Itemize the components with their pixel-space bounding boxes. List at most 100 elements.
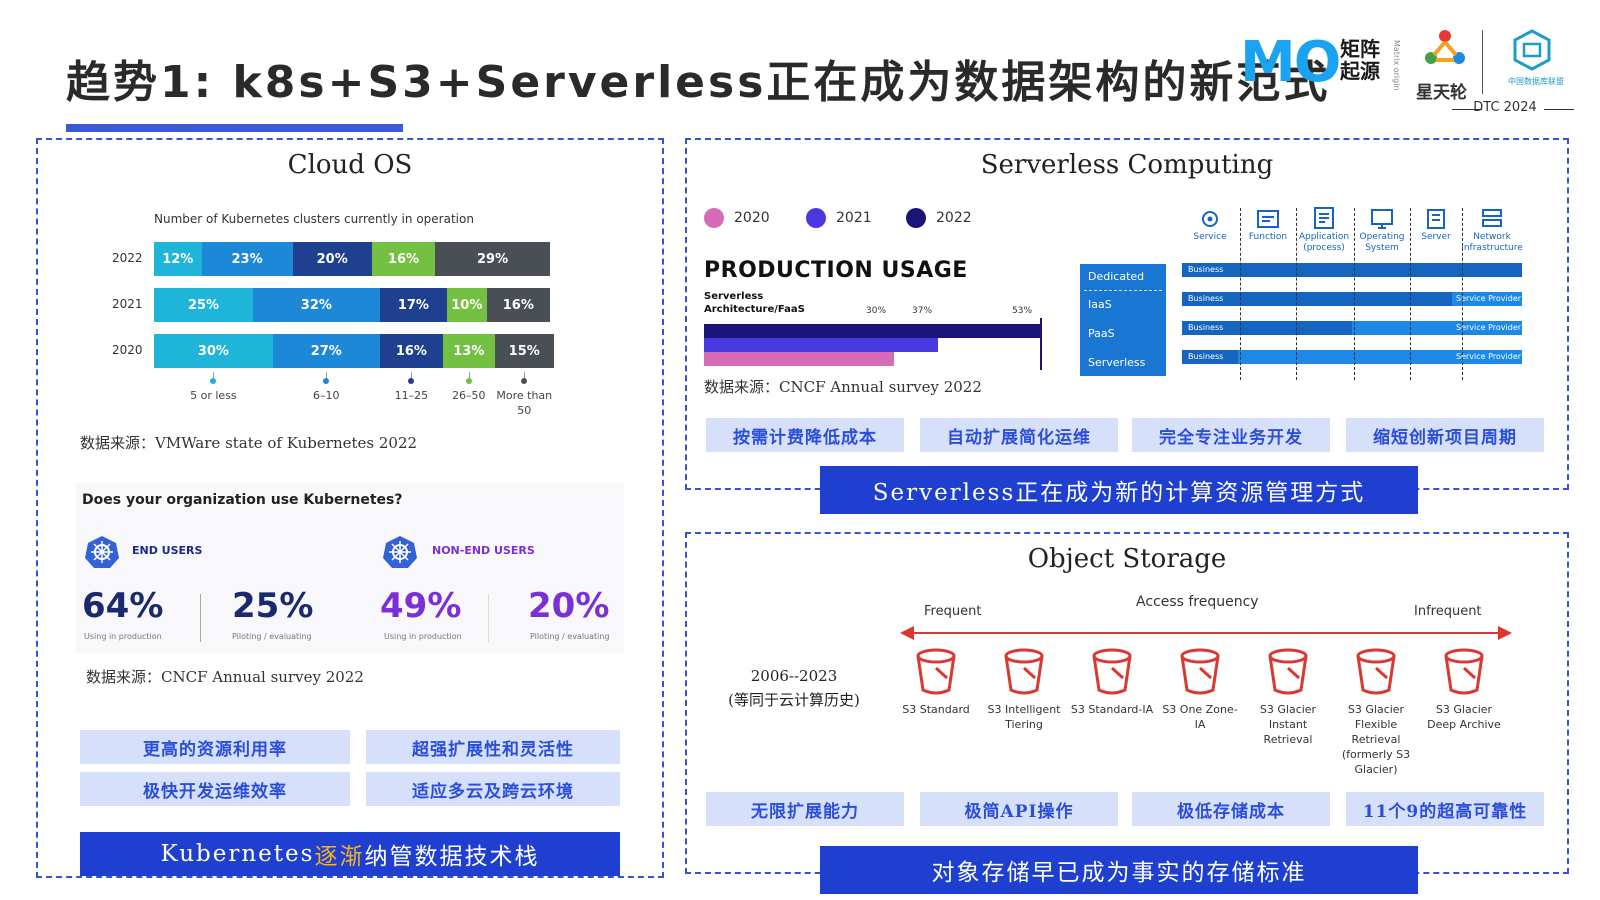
serverless-source: 数据来源：CNCF Annual survey 2022	[704, 378, 982, 396]
stack-item-iaas: IaaS	[1088, 298, 1112, 311]
kubernetes-icon	[383, 536, 417, 568]
operating-system-icon	[1371, 209, 1393, 229]
bar-segment: 23%	[201, 242, 293, 276]
arrow-head-left-icon	[900, 626, 914, 640]
legend-label-2022: 2022	[936, 210, 972, 226]
legend-dot-2022	[906, 208, 926, 228]
pct-tick-37: 37%	[912, 306, 933, 316]
layer-bar-paas-business	[1182, 321, 1352, 335]
layer-bar-iaas-business	[1182, 292, 1452, 306]
s3-tier-label: S3 Glacier Deep Archive	[1427, 703, 1501, 731]
layer-bar-business-label: Business	[1188, 265, 1224, 274]
title-underline	[66, 124, 403, 132]
pct-tick-30: 30%	[866, 306, 887, 316]
s3-bucket-icon	[1268, 648, 1308, 695]
bar-segment: 16%	[379, 334, 444, 368]
logo-divider	[1482, 30, 1483, 94]
storage-benefit-chip: 极低存储成本	[1132, 792, 1330, 826]
legend-dot-2020	[704, 208, 724, 228]
production-bar-cap	[1040, 318, 1042, 370]
layer-label-server: Server	[1421, 232, 1451, 242]
serverless-benefit-chip: 自动扩展简化运维	[920, 418, 1118, 452]
bar-segment: 27%	[272, 334, 380, 368]
end-users-piloting-note: Piloting / evaluating	[232, 632, 312, 641]
production-bar-2021	[704, 338, 938, 352]
s3-tier-label: S3 Glacier Instant Retrieval	[1259, 703, 1317, 746]
storage-benefit-chip: 无限扩展能力	[706, 792, 904, 826]
tick-line	[326, 372, 328, 380]
storage-years: 2006--2023 (等同于云计算历史)	[704, 664, 884, 712]
access-frequency-arrow	[910, 632, 1502, 634]
dtc-year: DTC 2024	[1473, 100, 1537, 115]
function-icon	[1257, 210, 1279, 228]
k8s-benefit-chip: 极快开发运维效率	[80, 772, 350, 806]
cloud-os-source: 数据来源：VMWare state of Kubernetes 2022	[80, 434, 418, 452]
k8s-banner-prefix: Kubernetes	[160, 841, 315, 867]
s3-tier-label: S3 Standard	[902, 703, 970, 716]
bar-segment: 25%	[154, 288, 253, 322]
tick-line	[468, 372, 470, 380]
tick-label: 5 or less	[190, 389, 237, 402]
matrixorigin-logo-text: 矩阵起源	[1340, 37, 1380, 83]
service-icon	[1202, 211, 1218, 227]
bar-row-label: 2022	[112, 251, 143, 265]
storage-years-note: (等同于云计算历史)	[728, 691, 860, 709]
serverless-benefit-chip: 按需计费降低成本	[706, 418, 904, 452]
layer-label-service: Service	[1193, 232, 1227, 242]
s3-tier-label: S3 Intelligent Tiering	[987, 703, 1061, 731]
layer-bar-provider-label: Service Provider	[1456, 323, 1522, 332]
end-users-using-pct: 64%	[82, 586, 164, 626]
production-series-label: Serverless Architecture/FaaS	[704, 291, 805, 315]
non-end-users-piloting-note: Piloting / evaluating	[530, 632, 610, 641]
tick-line	[411, 372, 413, 380]
tick-label: 26–50	[452, 389, 486, 402]
tick-label: More than 50	[496, 389, 553, 417]
serverless-banner: Serverless正在成为新的计算资源管理方式	[820, 466, 1418, 514]
layer-divider	[1240, 208, 1241, 380]
layer-bar-provider-label: Service Provider	[1456, 352, 1522, 361]
survey-source: 数据来源：CNCF Annual survey 2022	[86, 668, 364, 686]
kubernetes-icon	[85, 536, 119, 568]
storage-benefit-chip: 极简API操作	[920, 792, 1118, 826]
bar-segment: 10%	[447, 288, 487, 322]
tick-dot	[408, 378, 415, 384]
k8s-survey-question: Does your organization use Kubernetes?	[82, 492, 403, 508]
k8s-benefit-chip: 更高的资源利用率	[80, 730, 350, 764]
layer-divider	[1410, 208, 1411, 380]
k8s-banner-highlight: 逐渐	[314, 844, 365, 870]
layer-bar-business-label: Business	[1188, 352, 1224, 361]
layer-bar-business-label: Business	[1188, 294, 1224, 303]
bar-segment: 12%	[154, 242, 202, 276]
s3-bucket-icon	[1004, 648, 1044, 695]
dtc-year-line-left	[1452, 109, 1482, 110]
storage-years-range: 2006--2023	[750, 667, 838, 685]
legend-label-2021: 2021	[836, 210, 872, 226]
page-title: 趋势1: k8s+S3+Serverless正在成为数据架构的新范式	[66, 57, 1331, 108]
s3-tier-label: S3 Glacier Flexible Retrieval (formerly …	[1341, 703, 1411, 776]
stack-item-paas: PaaS	[1088, 327, 1115, 340]
xingtianlun-logo-text: 星天轮	[1416, 83, 1467, 103]
survey-divider	[488, 594, 489, 642]
tick-label: 6–10	[313, 389, 340, 402]
non-end-users-piloting-pct: 20%	[528, 586, 610, 626]
stack-divider	[1084, 290, 1162, 291]
tick-dot	[521, 378, 528, 384]
frequent-label: Frequent	[924, 604, 982, 619]
serverless-title: Serverless Computing	[980, 150, 1274, 180]
layer-label-function: Function	[1248, 232, 1288, 242]
bar-segment: 16%	[371, 242, 436, 276]
non-end-users-label: NON-END USERS	[432, 544, 535, 557]
production-usage-title: PRODUCTION USAGE	[704, 258, 968, 283]
storage-banner: 对象存储早已成为事实的存储标准	[820, 846, 1418, 894]
layer-bar-provider-label: Service Provider	[1456, 294, 1522, 303]
k8s-banner-suffix: 纳管数据技术栈	[364, 844, 540, 870]
production-bar-2022	[704, 324, 1040, 338]
object-storage-title: Object Storage	[1027, 544, 1227, 574]
k8s-survey-box	[76, 482, 624, 654]
serverless-benefit-chip: 完全专注业务开发	[1132, 418, 1330, 452]
production-bar-2020	[704, 352, 894, 366]
stack-item-dedicated: Dedicated	[1088, 270, 1145, 283]
infrequent-label: Infrequent	[1414, 604, 1482, 619]
tick-dot	[210, 378, 217, 384]
layer-divider	[1354, 208, 1355, 380]
